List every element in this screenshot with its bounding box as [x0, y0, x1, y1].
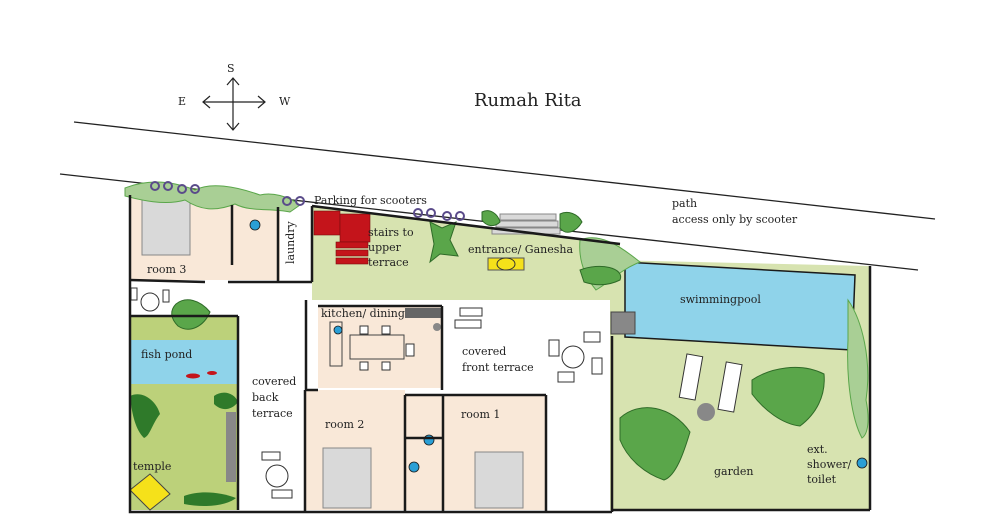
fish-icon: [186, 371, 217, 379]
scooter-icons: [150, 181, 465, 221]
stairs-label-1: stairs to: [368, 226, 414, 239]
stairs-label-2: upper: [368, 241, 401, 254]
room2-bed: [322, 447, 372, 509]
furniture-outlines: [130, 287, 743, 499]
path-access-label: access only by scooter: [672, 213, 798, 226]
covered-back-label-2: back: [252, 391, 279, 404]
room1-bed: [474, 451, 524, 509]
swimming-pool: [624, 261, 856, 351]
covered-back-label-3: terrace: [252, 407, 293, 420]
fixture-icons: [249, 219, 868, 473]
compass-right-label: W: [279, 95, 291, 108]
fish-pond-label: fish pond: [141, 348, 193, 361]
path-upper-edge: [73, 121, 936, 220]
entrance-label: entrance/ Ganesha: [468, 243, 574, 256]
room3-annex: [230, 200, 280, 280]
room2-label: room 2: [325, 418, 365, 431]
ganesha-statue-icon: [496, 257, 516, 271]
room1-label: room 1: [461, 408, 501, 421]
pool-steps: [610, 311, 636, 335]
laundry-area: [280, 205, 312, 280]
covered-back-label-1: covered: [252, 375, 297, 388]
bath-area: [405, 395, 443, 510]
dark-counter: [405, 308, 443, 318]
garden-stone: [697, 403, 715, 421]
garden-label: garden: [714, 465, 754, 478]
covered-front-label-1: covered: [462, 345, 507, 358]
compass-rose-icon: [202, 77, 266, 131]
stairs-label-3: terrace: [368, 256, 409, 269]
fish-pond-area: [130, 340, 238, 384]
kitchen-counter: [329, 321, 343, 367]
entrance-steps-icon: [491, 213, 561, 235]
temple-label: temple: [133, 460, 172, 473]
upper-terrace-garden: [312, 205, 620, 300]
walls: [128, 195, 872, 514]
covered-front-label-2: front terrace: [462, 361, 534, 374]
laundry-label: laundry: [284, 221, 297, 264]
page-title: Rumah Rita: [474, 90, 582, 111]
parking-label: Parking for scooters: [314, 194, 427, 207]
compass-left-label: E: [178, 95, 187, 108]
kitchen-area: [318, 306, 442, 388]
shower-label-3: toilet: [807, 473, 837, 486]
swimmingpool-label: swimmingpool: [680, 293, 761, 306]
shower-label-2: shower/: [807, 458, 852, 471]
stairs-icon: [313, 210, 371, 265]
plant-icons: [124, 181, 869, 506]
temple-wall-bench: [226, 412, 236, 482]
path-label: path: [672, 197, 698, 210]
room3-bed: [141, 199, 191, 256]
room3-label: room 3: [147, 263, 187, 276]
compass-north-label: S: [227, 62, 235, 75]
stove-icon: [433, 323, 441, 331]
shower-label-1: ext.: [807, 443, 828, 456]
dining-table: [349, 334, 405, 360]
temple-shrine: [129, 473, 171, 511]
kitchen-label: kitchen/ dining: [321, 307, 405, 320]
